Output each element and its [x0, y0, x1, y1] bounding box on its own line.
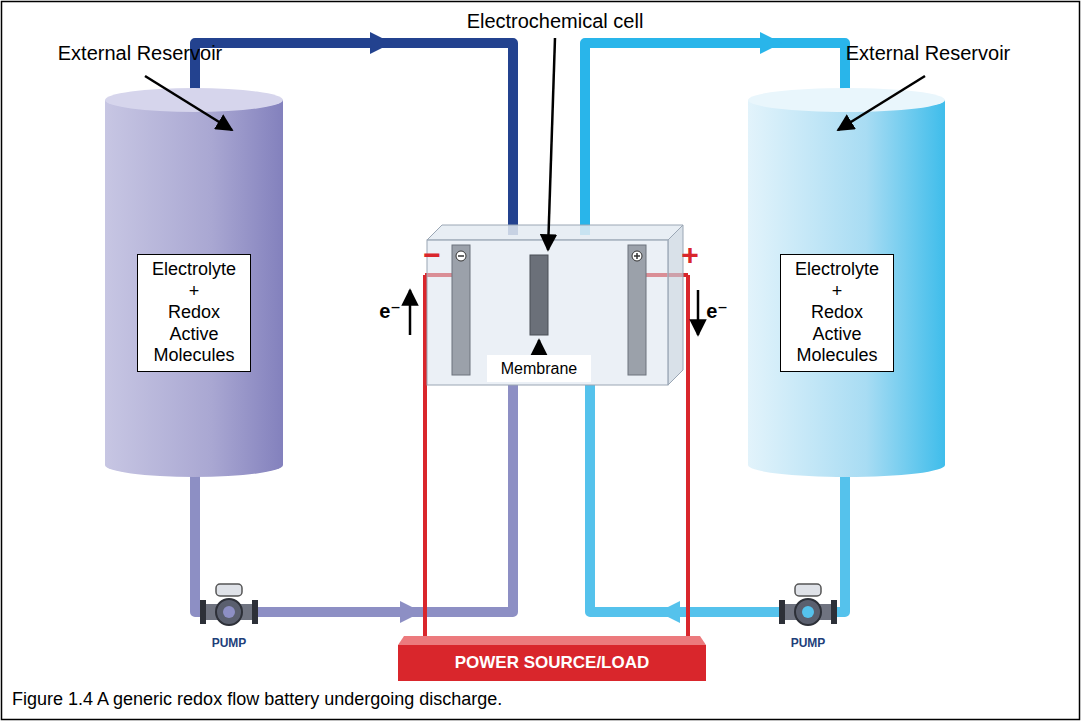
flow-arrow — [400, 601, 422, 623]
right-reservoir — [748, 88, 945, 477]
electrolyte-box: Electrolyte + Redox Active Molecules — [137, 254, 251, 372]
pump-label: PUMP — [791, 637, 826, 650]
membrane-label-box: Membrane — [487, 355, 591, 382]
electron-label: e⁻ — [379, 300, 401, 322]
electrochemical-cell — [427, 225, 683, 385]
node-text: Membrane — [501, 359, 577, 378]
part-label: External Reservoir — [846, 42, 1011, 64]
pump-symbol — [779, 584, 837, 625]
flow-arrow — [760, 32, 782, 54]
power-source-top — [398, 636, 706, 645]
flow-arrow — [658, 601, 680, 623]
electron-label: e⁻ — [706, 300, 728, 322]
part-label: External Reservoir — [58, 42, 223, 64]
terminal-sign: + — [681, 238, 699, 271]
flow-arrow — [370, 32, 392, 54]
figure-caption: Figure 1.4 A generic redox flow battery … — [12, 689, 502, 710]
left-reservoir — [105, 88, 283, 477]
electrolyte-box: Electrolyte + Redox Active Molecules — [780, 254, 894, 372]
pipes — [195, 43, 845, 612]
node-text: Electrolyte + Redox Active Molecules — [142, 259, 246, 367]
node-text: POWER SOURCE/LOAD — [455, 653, 650, 673]
node-text: Electrolyte + Redox Active Molecules — [785, 259, 889, 367]
pump-label: PUMP — [212, 637, 247, 650]
terminal-sign: − — [423, 238, 441, 271]
power-source-box: POWER SOURCE/LOAD — [398, 645, 706, 681]
pump-symbol — [200, 584, 258, 625]
part-label: Electrochemical cell — [467, 10, 644, 32]
